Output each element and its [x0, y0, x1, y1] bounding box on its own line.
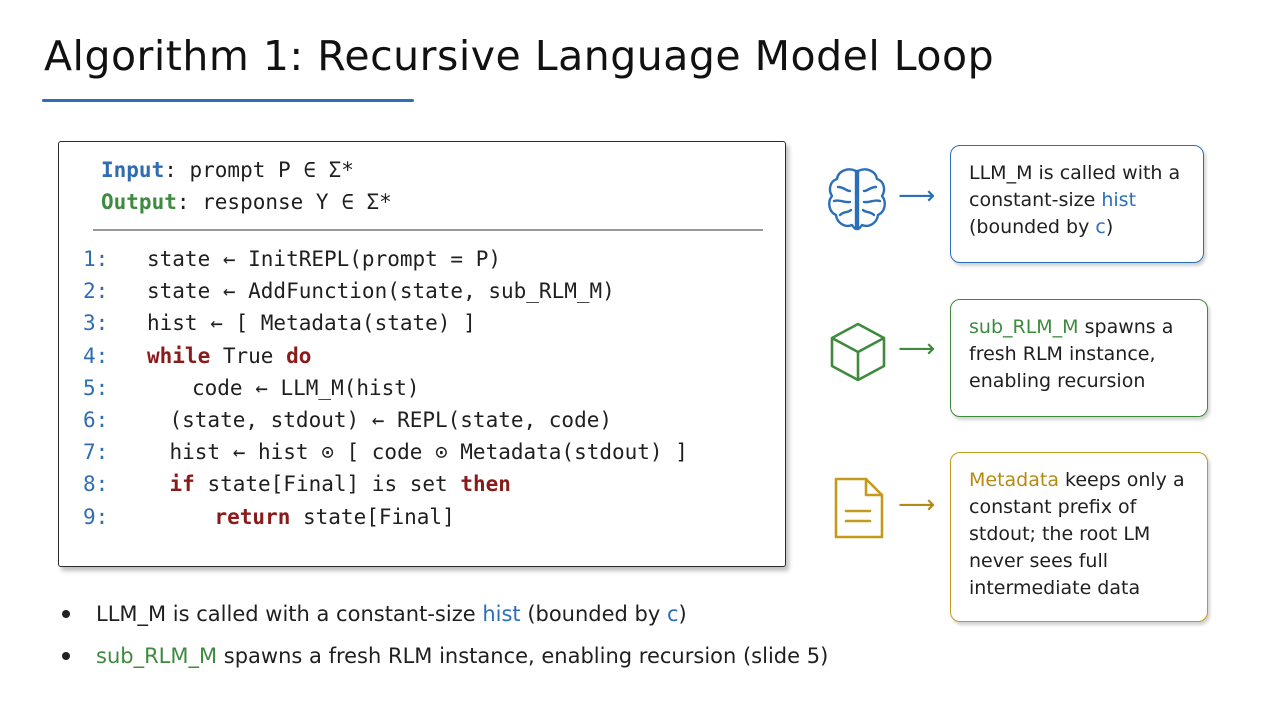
note-highlight: hist [1101, 189, 1137, 211]
code-fragment: state ← AddFunction(state, sub_RLM_M) [147, 279, 615, 304]
brain-icon [828, 168, 886, 231]
code-fragment: hist ← [ Metadata(state) ] [147, 311, 476, 336]
code-line: 7: hist ← hist ⊙ [ code ⊙ Metadata(stdout… [59, 440, 779, 472]
note-metadata: Metadata keeps only a constant prefix of… [950, 452, 1208, 622]
code-keyword: then [460, 472, 511, 497]
note-text: spawns a fresh RLM instance, enabling re… [969, 316, 1174, 392]
code-line: 2: state ← AddFunction(state, sub_RLM_M) [59, 279, 779, 311]
note-text: keeps only a constant prefix of stdout; … [969, 469, 1185, 599]
list-item: LLM_M is called with a constant-size his… [62, 598, 828, 640]
line-number: 3: [83, 311, 109, 336]
title-underline [42, 99, 414, 102]
arrow-icon: ⟶ [898, 334, 936, 364]
note-sub-rlm: sub_RLM_M spawns a fresh RLM instance, e… [950, 299, 1208, 417]
code-line: 9: return state[Final] [59, 505, 779, 537]
code-keyword: return [214, 504, 291, 529]
code-line: 4: while True do [59, 344, 779, 376]
code-text: state ← AddFunction(state, sub_RLM_M) [147, 279, 615, 303]
note-llm-m: LLM_M is called with a constant-size his… [950, 145, 1204, 263]
document-icon [834, 477, 884, 539]
algorithm-box: Input: prompt P ∈ Σ* Output: response Y … [58, 141, 786, 567]
code-fragment: state[Final] [290, 504, 455, 529]
code-fragment: hist ← hist ⊙ [ code ⊙ Metadata(stdout) … [169, 440, 688, 465]
output-text: : response Y ∈ Σ* [176, 190, 392, 214]
code-text: hist ← hist ⊙ [ code ⊙ Metadata(stdout) … [170, 440, 688, 464]
line-number: 6: [83, 408, 109, 432]
code-fragment: (state, stdout) ← REPL(state, code) [169, 408, 613, 432]
code-line: 1: state ← InitREPL(prompt = P) [59, 247, 779, 279]
code-text: (state, stdout) ← REPL(state, code) [170, 408, 613, 432]
arrow-icon: ⟶ [898, 181, 936, 211]
code-text: while True do [147, 344, 311, 368]
code-text: if state[Final] is set then [170, 472, 511, 496]
line-number: 5: [83, 375, 109, 400]
bullet-text: spawns a fresh RLM instance, enabling re… [217, 644, 829, 668]
input-text: : prompt P ∈ Σ* [164, 158, 354, 182]
bullet-text: LLM_M is called with a constant-size [96, 602, 483, 626]
code-line: 3: hist ← [ Metadata(state) ] [59, 311, 779, 343]
code-fragment: code ← LLM_M(hist) [192, 375, 420, 400]
bullet-highlight-2: c [667, 602, 679, 626]
output-label: Output [101, 190, 177, 214]
line-number: 9: [83, 504, 109, 529]
code-fragment: state ← InitREPL(prompt = P) [147, 247, 502, 271]
algorithm-output: Output: response Y ∈ Σ* [101, 190, 392, 214]
bullet-list: LLM_M is called with a constant-size his… [62, 598, 828, 682]
note-highlight: Metadata [969, 469, 1059, 491]
cube-icon [830, 322, 886, 382]
line-number: 7: [83, 440, 109, 465]
bullet-highlight: hist [482, 602, 521, 626]
code-keyword: if [169, 472, 195, 497]
bullet-dot [62, 610, 70, 618]
code-line: 5: code ← LLM_M(hist) [59, 376, 779, 408]
code-fragment: True [210, 343, 287, 368]
list-item: sub_RLM_M spawns a fresh RLM instance, e… [62, 640, 828, 682]
note-highlight: sub_RLM_M [969, 316, 1079, 338]
code-keyword: while [147, 343, 211, 368]
code-fragment: state[Final] is set [194, 472, 461, 497]
bullet-text-mid: (bounded by [520, 602, 667, 626]
bullet-text-end: ) [678, 602, 687, 626]
algorithm-input: Input: prompt P ∈ Σ* [101, 158, 354, 182]
code-text: state ← InitREPL(prompt = P) [147, 247, 501, 271]
page-title: Algorithm 1: Recursive Language Model Lo… [44, 32, 995, 80]
bullet-dot [62, 652, 70, 660]
code-line: 6: (state, stdout) ← REPL(state, code) [59, 408, 779, 440]
code-text: return state[Final] [215, 505, 455, 529]
code-line: 8: if state[Final] is set then [59, 472, 779, 504]
line-number: 1: [83, 247, 109, 271]
note-text-end: ) [1105, 216, 1114, 238]
note-text: LLM_M is called with a constant-size [969, 162, 1181, 211]
code-text: code ← LLM_M(hist) [192, 376, 420, 400]
input-label: Input [101, 158, 165, 182]
code-keyword: do [286, 343, 312, 368]
line-number: 2: [83, 279, 109, 304]
line-number: 4: [83, 343, 109, 368]
io-separator [93, 229, 763, 231]
arrow-icon: ⟶ [898, 490, 936, 520]
note-highlight-2: c [1095, 216, 1106, 238]
line-number: 8: [83, 472, 109, 497]
code-text: hist ← [ Metadata(state) ] [147, 311, 476, 335]
note-text-tail: (bounded by [969, 216, 1096, 238]
bullet-highlight: sub_RLM_M [96, 644, 218, 668]
